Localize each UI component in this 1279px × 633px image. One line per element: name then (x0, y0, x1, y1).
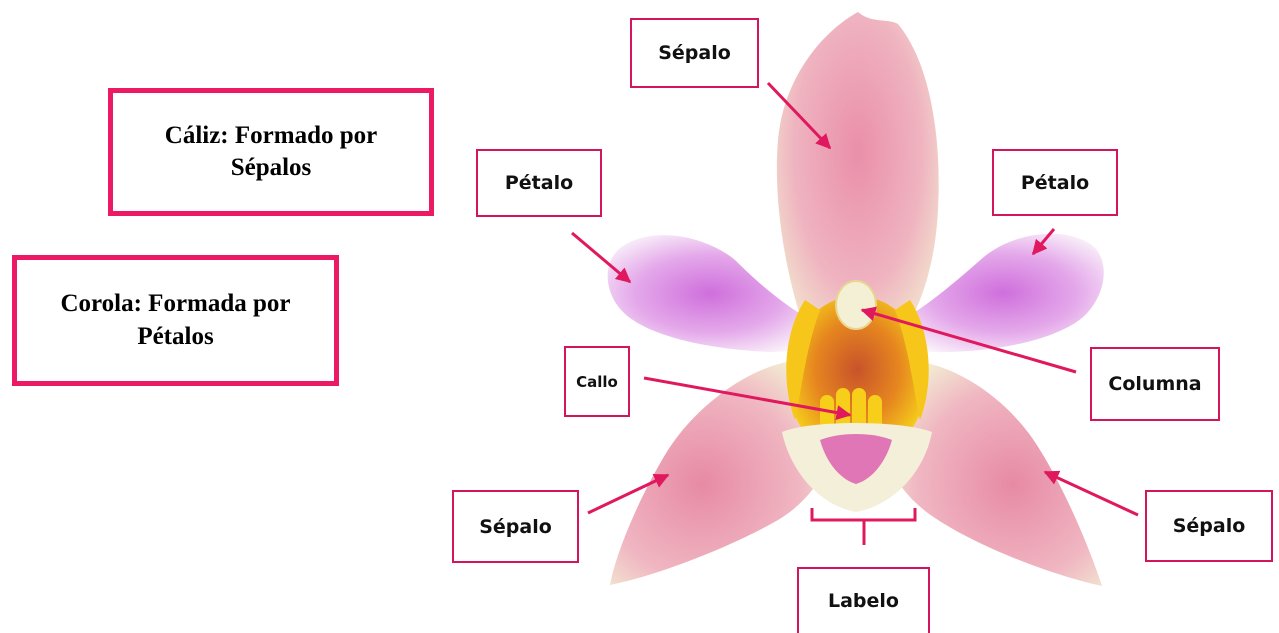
label-labelo: Labelo (797, 567, 930, 633)
orchid-flower (608, 12, 1104, 586)
label-petalo-right: Pétalo (992, 149, 1118, 216)
label-petalo-left: Pétalo (476, 149, 602, 217)
column-shape (836, 281, 876, 329)
caliz-definition-box: Cáliz: Formado por Sépalos (108, 88, 434, 216)
label-sepalo-right: Sépalo (1145, 490, 1273, 562)
label-callo: Callo (564, 346, 630, 417)
corola-definition-box: Corola: Formada por Pétalos (12, 255, 339, 386)
labelo-bracket (812, 508, 915, 545)
label-sepalo-left: Sépalo (452, 490, 579, 563)
label-sepalo-top: Sépalo (630, 18, 759, 88)
label-columna: Columna (1090, 347, 1220, 421)
